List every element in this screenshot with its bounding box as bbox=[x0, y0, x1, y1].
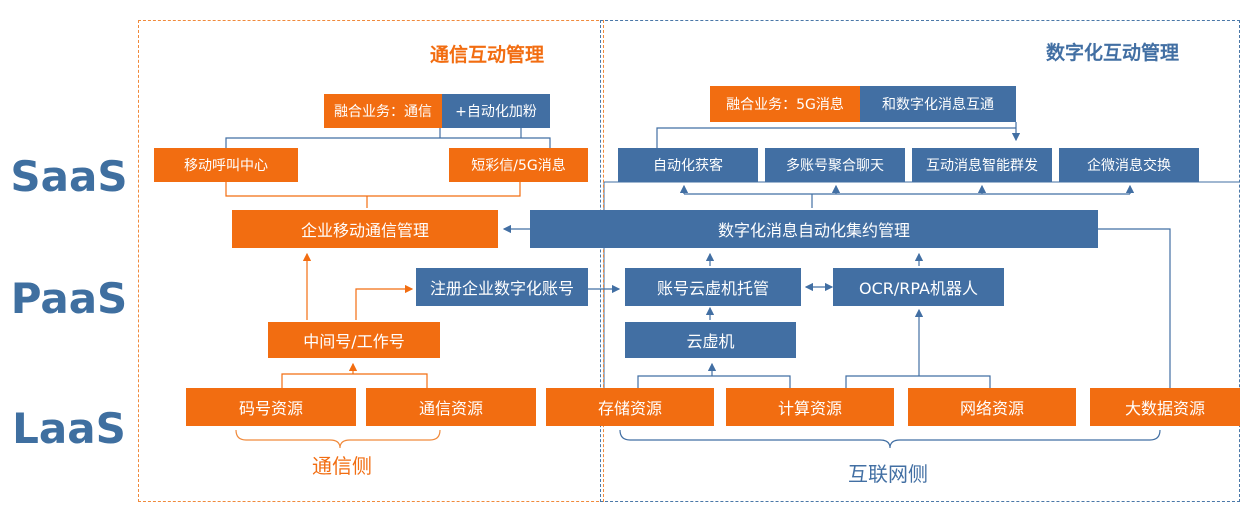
middle-work-number-box: 中间号/工作号 bbox=[268, 322, 440, 358]
layer-label-laas: LaaS bbox=[12, 404, 126, 453]
register-digital-account-box: 注册企业数字化账号 bbox=[416, 268, 588, 306]
enterprise-mobile-mgmt-box: 企业移动通信管理 bbox=[232, 210, 498, 248]
layer-label-saas: SaaS bbox=[10, 152, 128, 201]
sms-5g-box: 短彩信/5G消息 bbox=[449, 148, 588, 182]
network-resource-box: 网络资源 bbox=[908, 388, 1076, 426]
fusion-left-part-b: +自动化加粉 bbox=[442, 94, 550, 128]
layer-label-paas: PaaS bbox=[10, 274, 128, 323]
wecom-exchange-box: 企微消息交换 bbox=[1059, 148, 1199, 182]
smart-group-send-box: 互动消息智能群发 bbox=[912, 148, 1052, 182]
comm-side-region bbox=[138, 20, 604, 502]
account-cloud-vm-hosting-box: 账号云虚机托管 bbox=[625, 268, 801, 306]
mobile-call-center-box: 移动呼叫中心 bbox=[154, 148, 298, 182]
cloud-vm-box: 云虚机 bbox=[625, 322, 796, 358]
ocr-rpa-robot-box: OCR/RPA机器人 bbox=[833, 268, 1004, 306]
fusion-right-part-b: 和数字化消息互通 bbox=[860, 86, 1016, 122]
bigdata-resource-box: 大数据资源 bbox=[1090, 388, 1240, 426]
internet-side-label: 互联网侧 bbox=[848, 462, 928, 486]
compute-resource-box: 计算资源 bbox=[726, 388, 894, 426]
fusion-right-box: 融合业务：5G消息 和数字化消息互通 bbox=[710, 86, 1016, 122]
auto-acquire-box: 自动化获客 bbox=[618, 148, 758, 182]
digital-heading: 数字化互动管理 bbox=[1046, 42, 1180, 64]
digital-msg-mgmt-box: 数字化消息自动化集约管理 bbox=[530, 210, 1098, 248]
comm-heading: 通信互动管理 bbox=[430, 44, 545, 66]
storage-resource-box: 存储资源 bbox=[546, 388, 714, 426]
number-resource-box: 码号资源 bbox=[186, 388, 356, 426]
fusion-left-part-a: 融合业务：通信 bbox=[324, 94, 442, 128]
internet-side-region bbox=[600, 20, 1240, 502]
comm-resource-box: 通信资源 bbox=[366, 388, 536, 426]
multi-account-chat-box: 多账号聚合聊天 bbox=[765, 148, 905, 182]
comm-side-label: 通信侧 bbox=[312, 454, 372, 478]
fusion-right-part-a: 融合业务：5G消息 bbox=[710, 86, 860, 122]
fusion-left-box: 融合业务：通信 +自动化加粉 bbox=[324, 94, 550, 128]
